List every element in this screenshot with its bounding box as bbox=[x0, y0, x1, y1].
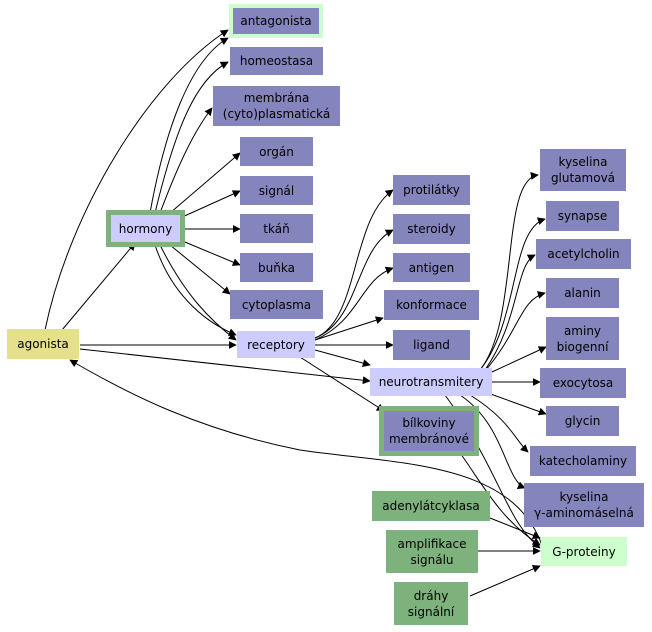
edge-hormony-bunka bbox=[179, 239, 241, 266]
node-organ[interactable]: orgán bbox=[240, 137, 313, 166]
edge-nt-acetylcholin bbox=[484, 254, 536, 371]
node-neurotransmitery[interactable]: neurotransmitery bbox=[370, 368, 492, 396]
edge-nt-synapse bbox=[479, 217, 546, 371]
edge-hormony-homeostasa bbox=[154, 61, 229, 214]
edge-receptory-neurotransmitery bbox=[314, 349, 371, 367]
edge-receptory-konformace bbox=[314, 316, 384, 341]
edge-agonista-neurotransmitery bbox=[79, 348, 371, 385]
node-synapse[interactable]: synapse bbox=[546, 201, 619, 231]
node-receptory[interactable]: receptory bbox=[237, 331, 315, 358]
edge-hormony-receptory-b bbox=[159, 244, 237, 341]
node-drahy[interactable]: dráhy signální bbox=[394, 582, 468, 625]
edge-hormony-signal bbox=[179, 190, 241, 219]
edge-receptory-steroidy bbox=[314, 229, 394, 339]
node-bilkoviny[interactable]: bílkoviny membránové bbox=[379, 406, 479, 456]
node-protilatky[interactable]: protilátky bbox=[393, 175, 470, 205]
edge-hormony-organ bbox=[169, 152, 241, 214]
edge-nt-kyselina-gaba bbox=[459, 394, 526, 490]
edge-receptory-protilatky bbox=[314, 189, 394, 339]
node-signal[interactable]: signál bbox=[240, 176, 313, 205]
node-amplifikace[interactable]: amplifikace signálu bbox=[386, 530, 478, 573]
edge-hormony-antagonista bbox=[149, 37, 229, 214]
edge-nt-aminy bbox=[491, 346, 547, 373]
node-agonista[interactable]: agonista bbox=[7, 329, 79, 359]
node-tkan[interactable]: tkáň bbox=[240, 214, 313, 243]
node-kyselina-glutamova[interactable]: kyselina glutamová bbox=[540, 149, 626, 191]
node-antigen[interactable]: antigen bbox=[393, 253, 470, 282]
edge-agonista-antagonista bbox=[44, 29, 229, 331]
edge-hormony-receptory-a bbox=[154, 244, 237, 336]
edge-receptory-antigen bbox=[314, 266, 394, 341]
edge-agonista-hormony bbox=[61, 242, 136, 331]
node-kyselina-gaba[interactable]: kyselina γ-aminomáselná bbox=[524, 483, 644, 527]
edge-nt-glycin bbox=[484, 391, 547, 416]
edge-nt-katecholaminy bbox=[469, 394, 529, 453]
node-steroidy[interactable]: steroidy bbox=[393, 214, 470, 244]
edge-hormony-cytoplasma bbox=[169, 244, 231, 295]
node-aminy[interactable]: aminy biogenní bbox=[546, 317, 619, 360]
edge-nt-alanin bbox=[484, 291, 546, 372]
node-alanin[interactable]: alanin bbox=[546, 278, 619, 308]
edge-hormony-membrana bbox=[159, 107, 213, 214]
node-membrana[interactable]: membrána (cyto)plasmatická bbox=[213, 86, 340, 126]
edge-gproteiny-agonista bbox=[69, 359, 546, 556]
node-konformace[interactable]: konformace bbox=[384, 290, 479, 320]
node-hormony[interactable]: hormony bbox=[106, 210, 185, 247]
node-glycin[interactable]: glycin bbox=[546, 406, 619, 436]
node-cytoplasma[interactable]: cytoplasma bbox=[230, 290, 323, 319]
node-bunka[interactable]: buňka bbox=[240, 253, 313, 282]
node-katecholaminy[interactable]: katecholaminy bbox=[530, 446, 636, 476]
edge-adenylatcyklasa-gproteiny bbox=[489, 517, 541, 540]
node-homeostasa[interactable]: homeostasa bbox=[230, 47, 323, 75]
node-g-proteiny[interactable]: G-proteiny bbox=[541, 537, 627, 566]
node-adenylatcyklasa[interactable]: adenylátcyklasa bbox=[372, 491, 490, 521]
node-acetylcholin[interactable]: acetylcholin bbox=[536, 239, 631, 269]
edge-nt-kyselina-glutamova bbox=[479, 172, 539, 371]
node-ligand[interactable]: ligand bbox=[393, 330, 470, 360]
node-antagonista[interactable]: antagonista bbox=[229, 4, 323, 38]
node-exocytosa[interactable]: exocytosa bbox=[540, 368, 626, 398]
edge-drahy-gproteiny bbox=[469, 565, 541, 597]
edge-receptory-bilkoviny bbox=[299, 356, 385, 412]
